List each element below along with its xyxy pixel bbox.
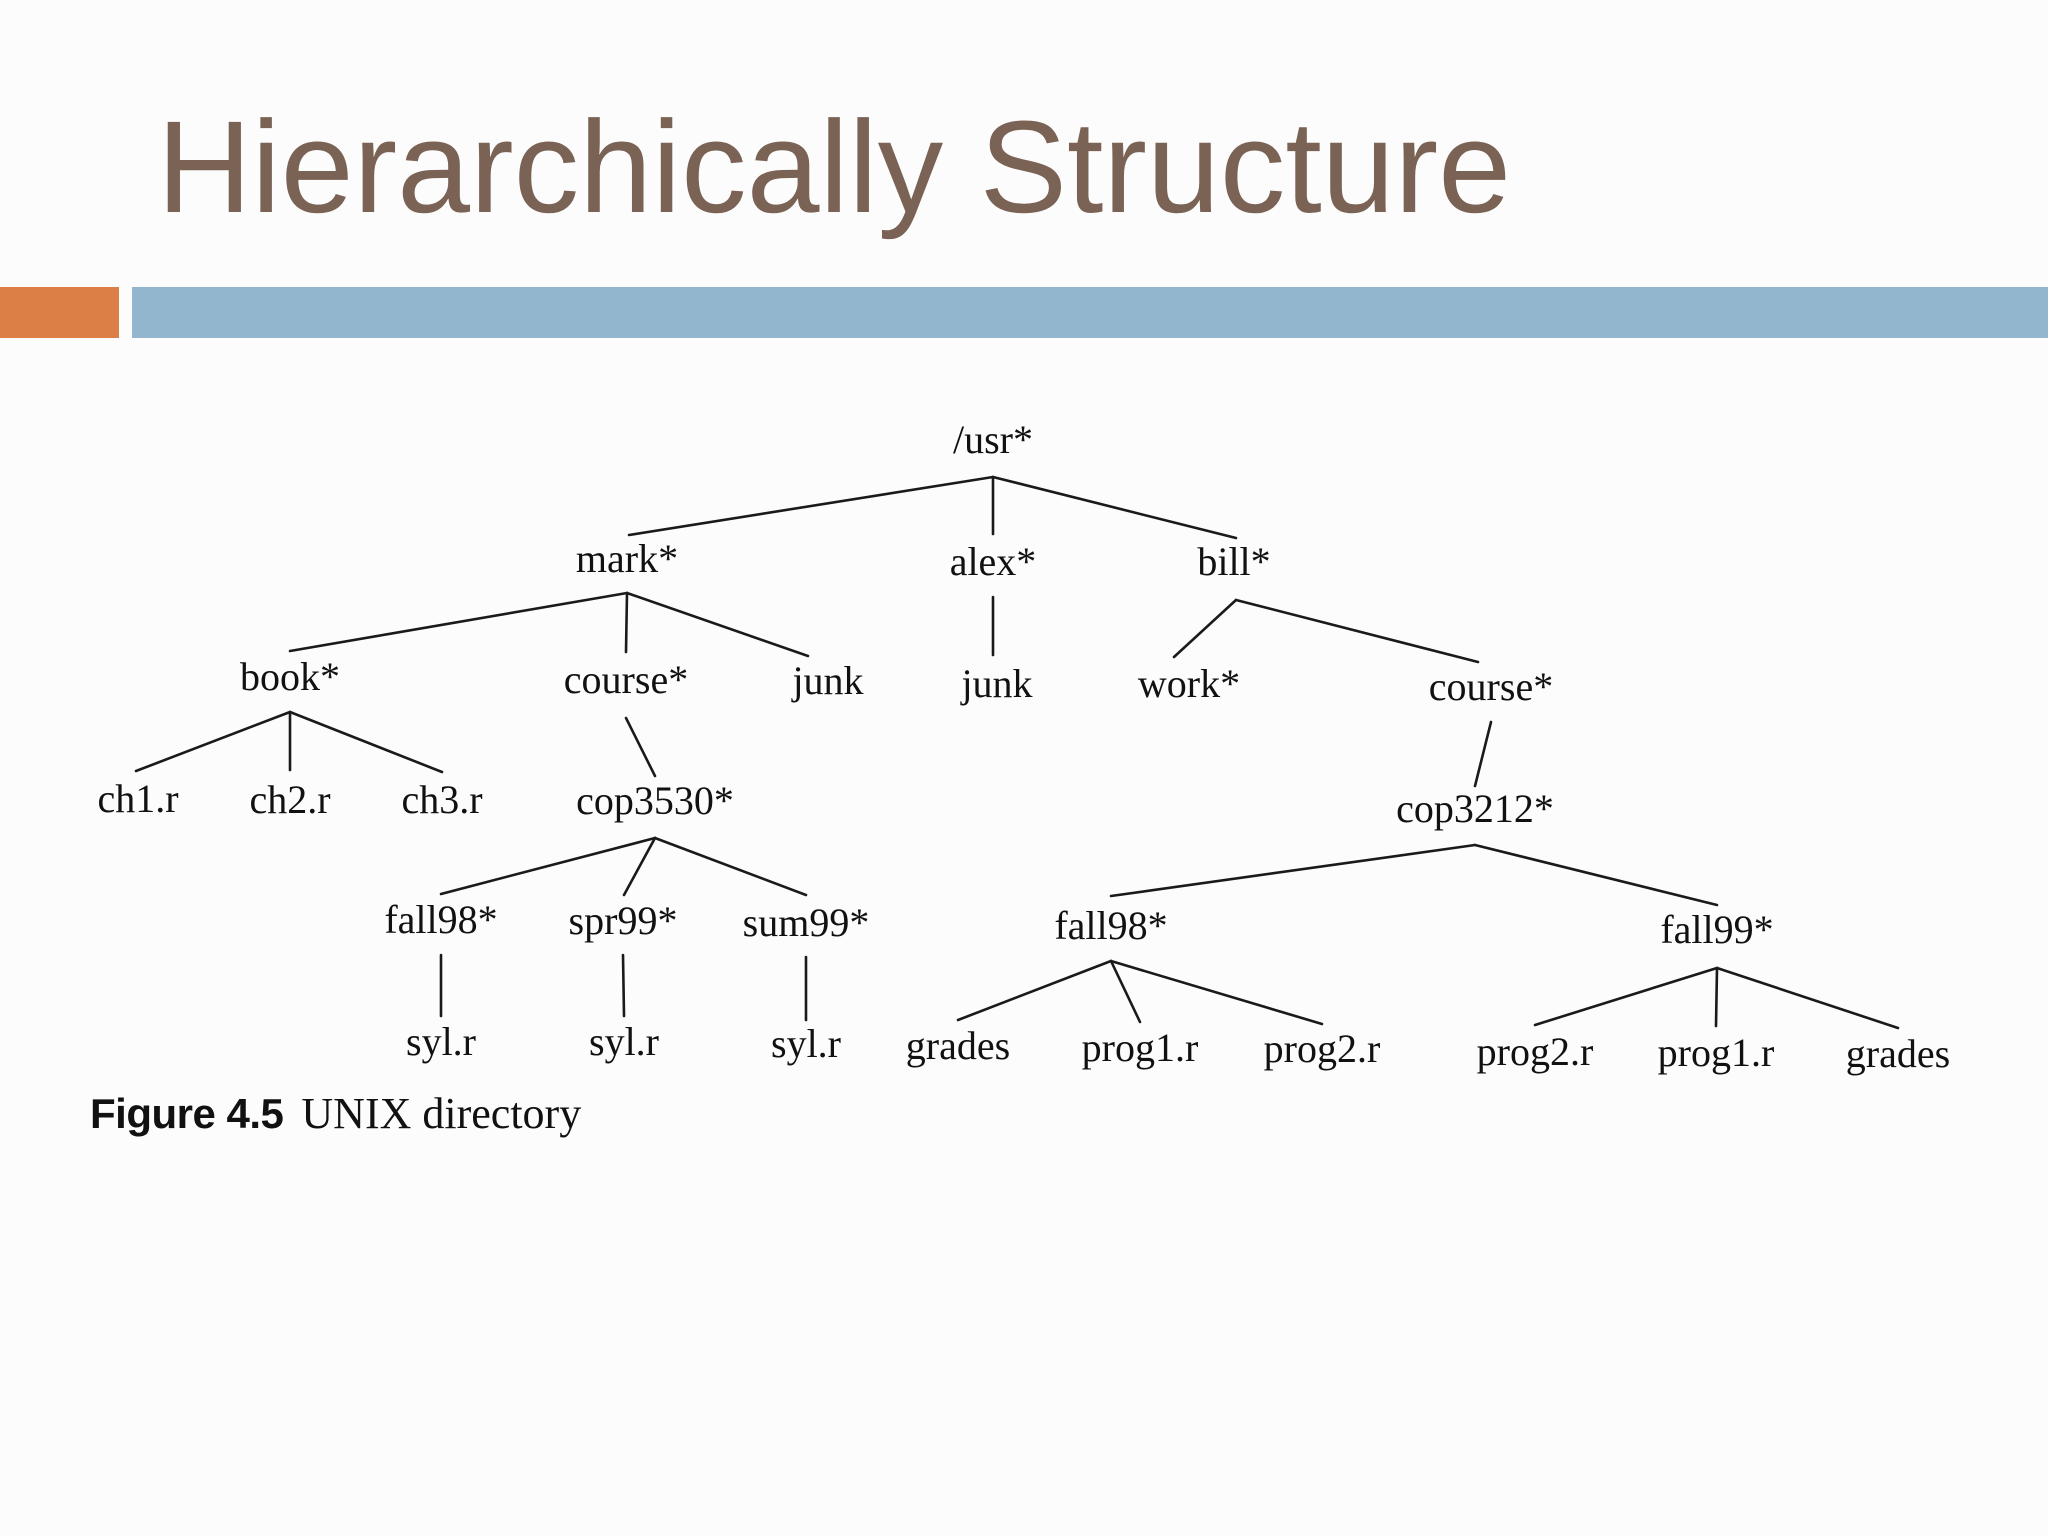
tree-edge-cop3530-to-cop3530-spr99 [622, 836, 657, 897]
tree-node-cop3530-spr99: spr99* [568, 898, 678, 943]
tree-node-cop3530-fall98: fall98* [384, 897, 498, 942]
tree-edge-mark-book-to-ch1 [134, 710, 292, 773]
tree-edge-mark-to-mark-junk [625, 591, 810, 658]
tree-edge-mark-course-to-cop3530 [624, 716, 657, 778]
tree-node-usr: /usr* [953, 417, 1033, 462]
tree-edge-cop3212-to-cop3212-fall98 [1109, 843, 1477, 898]
tree-node-alex-junk: junk [961, 661, 1033, 706]
tree-edge-mark-to-mark-course [624, 591, 629, 654]
tree-node-sum99-syl: syl.r [771, 1021, 841, 1066]
figure-caption-label: Figure 4.5 [90, 1090, 284, 1137]
tree-node-cop3212-fall98: fall98* [1054, 903, 1168, 948]
tree-edge-usr-to-mark [627, 475, 995, 537]
tree-node-spr99-syl: syl.r [589, 1019, 659, 1064]
tree-edge-bill-course-to-cop3212 [1473, 720, 1493, 788]
tree-node-fall98-prog1: prog1.r [1081, 1025, 1199, 1070]
accent-bar-blue [132, 287, 2048, 338]
tree-node-fall99-prog2: prog2.r [1476, 1029, 1594, 1074]
tree-edge-cop3530-to-cop3530-sum99 [653, 836, 808, 897]
tree-node-ch1: ch1.r [97, 776, 179, 821]
tree-edge-cop3212-fall99-to-fall99-grades [1715, 966, 1900, 1030]
tree-edge-cop3212-fall99-to-fall99-prog1 [1714, 966, 1719, 1028]
tree-node-bill: bill* [1197, 539, 1271, 584]
tree-node-alex: alex* [949, 539, 1037, 584]
tree-node-cop3212: cop3212* [1396, 786, 1554, 831]
tree-node-bill-work: work* [1137, 661, 1241, 706]
tree-node-ch3: ch3.r [401, 777, 483, 822]
tree-node-fall98-grades: grades [905, 1023, 1011, 1068]
tree-node-fall99-prog1: prog1.r [1657, 1030, 1775, 1075]
tree-node-cop3212-fall99: fall99* [1660, 907, 1774, 952]
tree-edge-cop3530-to-cop3530-fall98 [439, 836, 657, 896]
tree-edge-bill-to-bill-work [1172, 598, 1238, 659]
tree-edge-cop3212-fall99-to-fall99-prog2 [1533, 966, 1719, 1027]
tree-node-mark-junk: junk [792, 658, 864, 703]
tree-edge-mark-book-to-ch3 [288, 710, 444, 774]
tree-edge-cop3212-fall98-to-fall98-grades [956, 959, 1113, 1022]
tree-node-fall99-grades: grades [1845, 1031, 1951, 1076]
tree-node-fall98-syl: syl.r [406, 1019, 476, 1064]
tree-node-mark: mark* [575, 536, 679, 581]
tree-node-ch2: ch2.r [249, 777, 331, 822]
tree-edge-mark-to-mark-book [288, 591, 629, 653]
tree-edge-usr-to-bill [991, 475, 1238, 540]
tree-node-mark-course: course* [563, 657, 689, 702]
tree-edge-cop3212-to-cop3212-fall99 [1473, 843, 1719, 907]
figure-caption: Figure 4.5 UNIX directory [90, 1088, 581, 1139]
tree-node-mark-book: book* [240, 654, 340, 699]
slide-title: Hierarchically Structure [157, 93, 1512, 240]
tree-node-bill-course: course* [1428, 664, 1554, 709]
tree-edge-cop3212-fall98-to-fall98-prog2 [1109, 959, 1324, 1026]
figure-caption-text: UNIX directory [301, 1089, 582, 1138]
tree-node-cop3530-sum99: sum99* [742, 900, 870, 945]
tree-edge-cop3530-spr99-to-spr99-syl [621, 953, 626, 1018]
tree-edge-cop3212-fall98-to-fall98-prog1 [1109, 959, 1142, 1024]
accent-bar-orange [0, 287, 119, 338]
tree-node-fall98-prog2: prog2.r [1263, 1026, 1381, 1071]
tree-edge-bill-to-bill-course [1234, 598, 1480, 664]
tree-node-cop3530: cop3530* [576, 778, 734, 823]
